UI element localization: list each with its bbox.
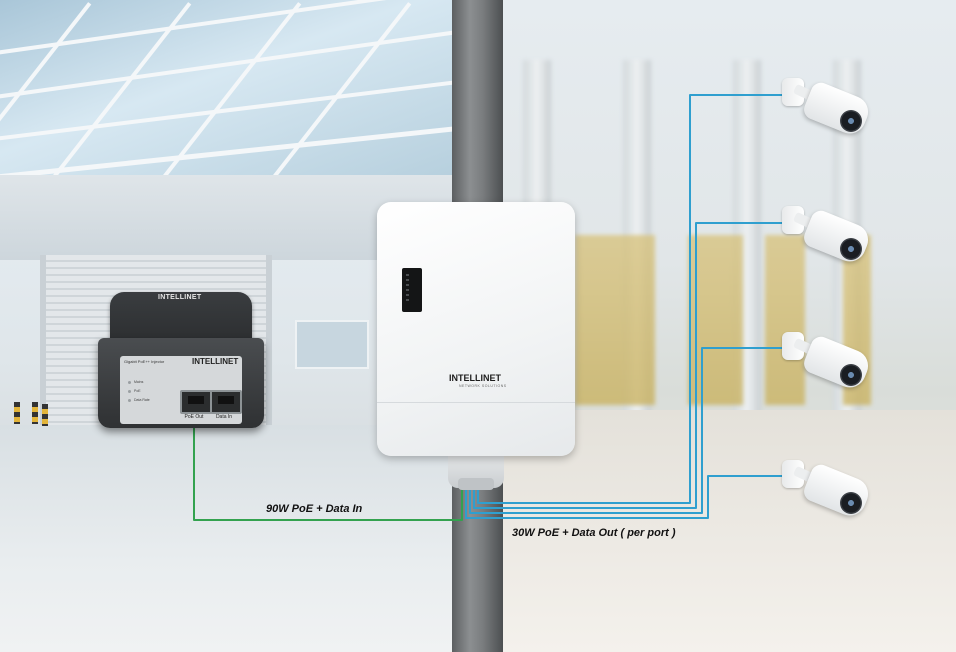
output-cable-4 [465,470,785,519]
camera-lens-icon [840,238,862,260]
housing-seam [377,402,575,403]
led-indicator [128,399,131,402]
injector-front-brand: INTELLINET [192,357,239,366]
switch-tagline: NETWORK SOLUTIONS [459,384,507,388]
injector-front: Gigabit PoE++ Injector INTELLINET Mains … [98,338,264,428]
camera-body [801,79,873,139]
input-cable [193,407,463,521]
camera-body [801,207,873,267]
injector-panel-title: Gigabit PoE++ Injector [124,359,165,364]
output-cable-1 [477,94,785,504]
loading-dock [765,235,805,405]
cable-gland [448,452,504,490]
security-camera-2 [782,200,874,272]
loading-dock [575,235,655,405]
security-camera-1 [782,72,874,144]
skylight-roof [0,0,452,175]
camera-lens-icon [840,110,862,132]
injector-front-panel: Gigabit PoE++ Injector INTELLINET Mains … [120,356,242,424]
camera-body [801,333,873,393]
camera-body [801,461,873,521]
power-out-label: 30W PoE + Data Out ( per port ) [512,527,676,539]
outdoor-poe-switch: INTELLINET NETWORK SOLUTIONS [377,202,575,456]
led-label: Mains [134,380,144,384]
led-indicator [128,390,131,393]
camera-lens-icon [840,364,862,386]
poe-injector: INTELLINET Gigabit PoE++ Injector INTELL… [98,292,264,428]
output-cable-2 [473,222,785,509]
warehouse-floor-right [503,410,956,652]
poe-out-label: PoE Out [184,414,204,420]
loading-dock [688,235,743,405]
led-label: Data Rate [134,398,150,402]
led-label: PoE [134,389,141,393]
data-in-port [210,390,242,414]
led-indicator [128,381,131,384]
security-camera-4 [782,454,874,526]
poe-out-port [180,390,212,414]
bollard [42,404,48,426]
power-in-label: 90W PoE + Data In [266,503,363,515]
warehouse-floor [0,425,452,652]
status-led-window [402,268,422,312]
injector-brand-logo: INTELLINET [158,294,202,301]
bollard [14,402,20,424]
bollard [32,402,38,424]
warehouse-background-left [0,0,452,652]
camera-lens-icon [840,492,862,514]
back-wall [0,175,452,260]
wall-window [295,320,369,369]
data-in-label: Data In [215,414,233,420]
switch-brand-logo: INTELLINET [449,373,501,383]
security-camera-3 [782,326,874,398]
output-cable-3 [469,347,785,514]
